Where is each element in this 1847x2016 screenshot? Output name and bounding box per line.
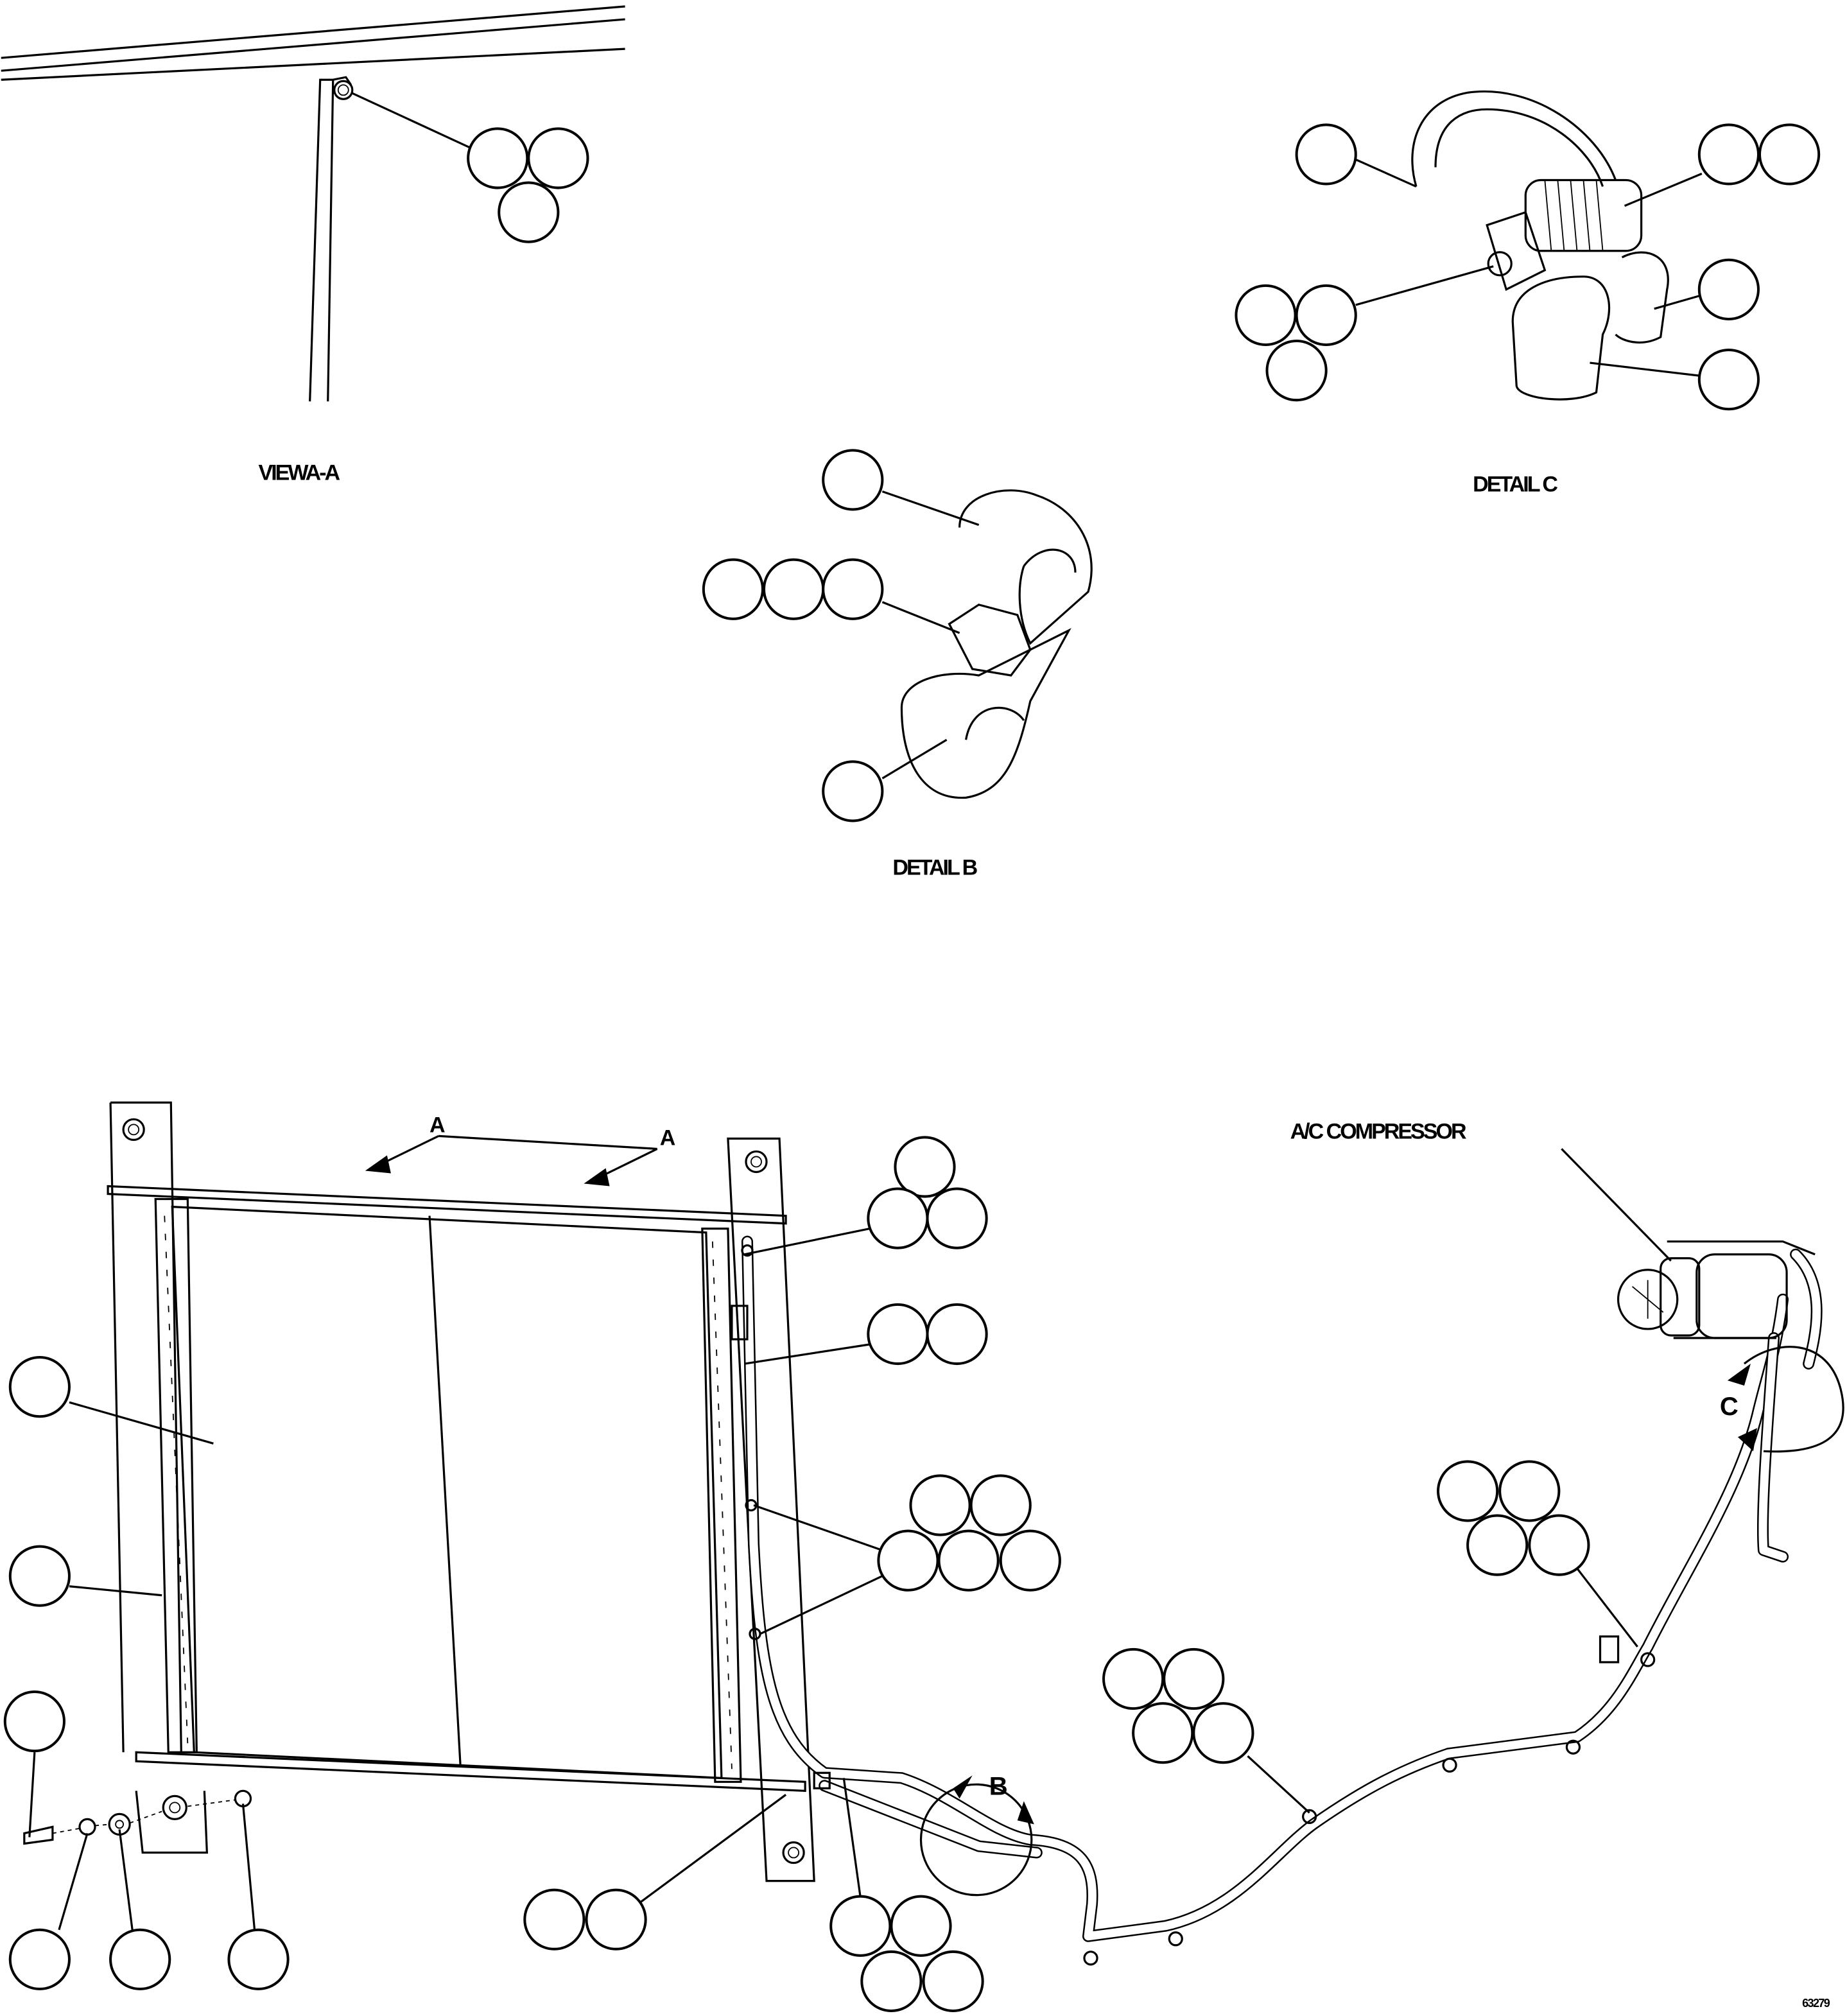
detail-c: DETAIL C	[1235, 91, 1821, 496]
detail-b: DETAIL B	[702, 449, 1093, 880]
callouts	[3, 1136, 1638, 2012]
detail-b-title: DETAIL B	[892, 856, 977, 880]
section-a-left-label: A	[429, 1113, 445, 1137]
view-a-a: VIEWA-A	[1, 5, 625, 485]
condenser-tube-ends	[164, 1215, 733, 1769]
detail-b-marker-label: B	[989, 1772, 1008, 1800]
condenser-assembly: A A	[23, 1101, 815, 1882]
detail-c-title: DETAIL C	[1473, 472, 1557, 496]
view-a-a-title: VIEWA-A	[259, 460, 340, 485]
compressor-title: A/C COMPRESSOR	[1290, 1119, 1466, 1143]
refrigerant-hose	[731, 1235, 1823, 1966]
section-a-right-label: A	[660, 1125, 675, 1150]
detail-b-marker: B	[919, 1772, 1034, 1897]
detail-c-marker: C	[1720, 1346, 1844, 1453]
hose-clamps	[731, 1244, 1656, 1966]
figure-number: 63279	[1802, 1997, 1830, 2010]
ac-compressor: A/C COMPRESSOR	[1290, 1119, 1816, 1339]
detail-c-marker-label: C	[1720, 1393, 1739, 1421]
